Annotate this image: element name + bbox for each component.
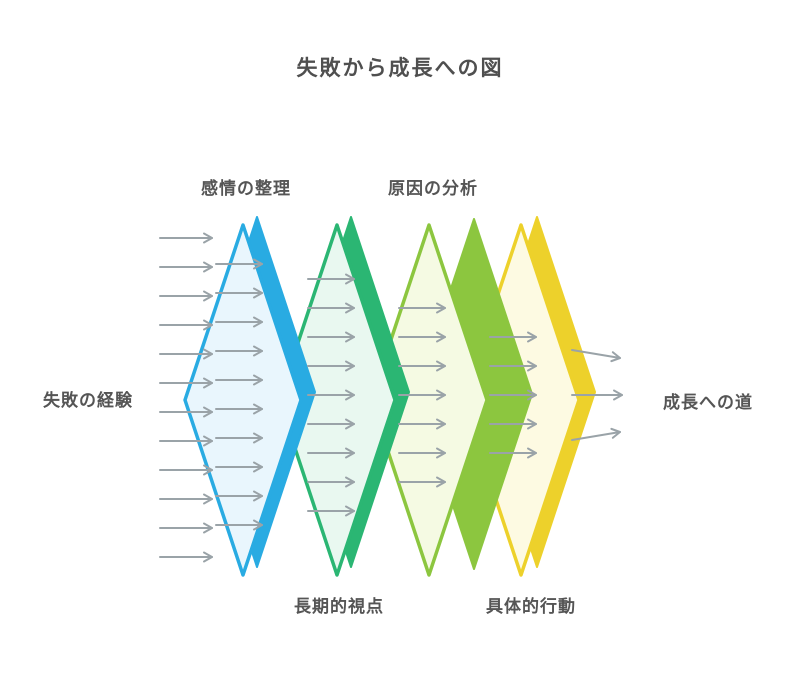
flow-arrow bbox=[159, 319, 213, 331]
flow-arrow bbox=[215, 345, 263, 357]
flow-arrow bbox=[215, 374, 263, 386]
flow-arrow bbox=[159, 290, 213, 302]
flow-arrow bbox=[307, 389, 355, 401]
flow-arrow bbox=[571, 389, 623, 401]
flow-arrow bbox=[215, 287, 263, 299]
flow-arrow bbox=[398, 360, 446, 372]
flow-arrow bbox=[215, 490, 263, 502]
flow-arrow bbox=[307, 273, 355, 285]
flow-arrow bbox=[307, 302, 355, 314]
flow-arrow bbox=[307, 360, 355, 372]
flow-arrow bbox=[159, 435, 213, 447]
flow-arrow bbox=[571, 427, 621, 441]
flow-arrow bbox=[159, 261, 213, 273]
flow-arrow bbox=[307, 476, 355, 488]
filter-2-label: 長期的視点 bbox=[294, 597, 384, 617]
filter-1-front bbox=[183, 223, 303, 577]
flow-arrow bbox=[159, 232, 213, 244]
flow-arrow bbox=[489, 447, 537, 459]
flow-arrow bbox=[489, 360, 537, 372]
diagram-title: 失敗から成長への図 bbox=[296, 56, 504, 80]
flow-arrow bbox=[159, 551, 213, 563]
flow-arrow bbox=[489, 389, 537, 401]
flow-arrow bbox=[489, 418, 537, 430]
flow-arrow bbox=[215, 461, 263, 473]
flow-arrow bbox=[398, 418, 446, 430]
flow-arrow bbox=[398, 447, 446, 459]
input-label: 失敗の経験 bbox=[43, 391, 133, 411]
flow-arrow bbox=[159, 522, 213, 534]
output-label: 成長への道 bbox=[663, 393, 753, 413]
flow-arrow bbox=[215, 258, 263, 270]
flow-arrow bbox=[571, 349, 621, 363]
filter-4-label: 具体的行動 bbox=[486, 597, 576, 617]
flow-arrow bbox=[398, 302, 446, 314]
flow-arrow bbox=[398, 389, 446, 401]
filter-1-label: 感情の整理 bbox=[201, 179, 291, 199]
filter-3-label: 原因の分析 bbox=[388, 179, 478, 199]
flow-arrow bbox=[159, 464, 213, 476]
flow-arrow bbox=[215, 403, 263, 415]
flow-arrow bbox=[307, 505, 355, 517]
flow-arrow bbox=[215, 519, 263, 531]
flow-arrow bbox=[159, 493, 213, 505]
flow-arrow bbox=[215, 316, 263, 328]
flow-arrow bbox=[215, 432, 263, 444]
flow-arrow bbox=[398, 476, 446, 488]
flow-arrow bbox=[307, 418, 355, 430]
flow-arrow bbox=[489, 331, 537, 343]
flow-arrow bbox=[159, 348, 213, 360]
flow-arrow bbox=[159, 377, 213, 389]
flow-arrow bbox=[398, 331, 446, 343]
flow-arrow bbox=[159, 406, 213, 418]
flow-arrow bbox=[307, 331, 355, 343]
flow-arrow bbox=[307, 447, 355, 459]
